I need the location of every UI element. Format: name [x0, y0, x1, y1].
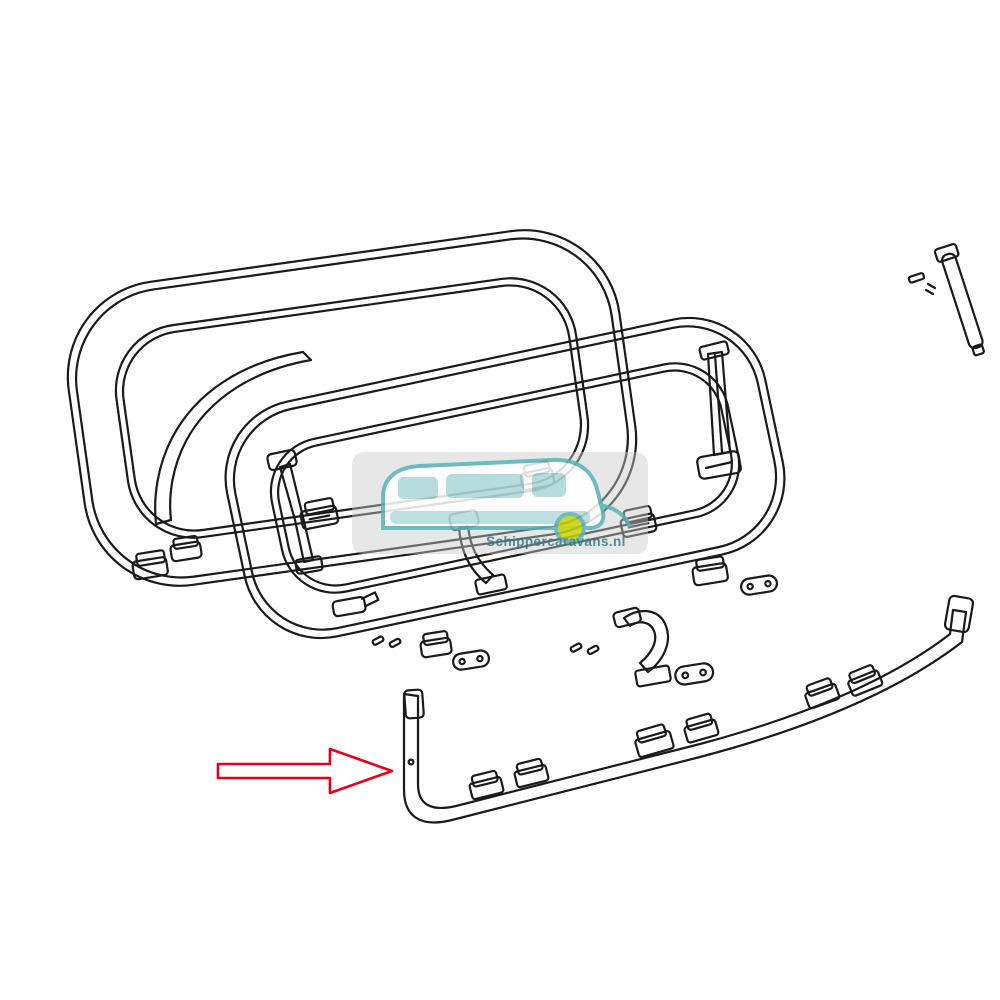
seal-strip-end-top [301, 350, 313, 362]
inner-frame-opening-outer [269, 362, 741, 594]
line-art [66, 229, 985, 824]
screws-small-center [569, 642, 600, 656]
pointer-arrow [216, 747, 394, 795]
seal-strip [154, 350, 313, 526]
bottom-rail [402, 594, 975, 824]
clip-bracket-center-left [419, 630, 453, 659]
rail-fixing-hole [407, 758, 415, 766]
mounting-plate-far-right [740, 574, 779, 596]
caravan-wheel [554, 512, 586, 544]
inner-frame-edge [224, 316, 786, 640]
screws-small-left [371, 635, 402, 649]
screw-threads [924, 282, 937, 296]
seal-strip-end-bottom [154, 518, 173, 526]
lift-arm-left [266, 448, 324, 575]
rail-clip-6 [847, 664, 884, 697]
rail-left-tab [403, 688, 425, 720]
rail-right-tab [943, 594, 975, 634]
outer-frame-opening-outer [114, 277, 590, 539]
latch-clip-pair-left [131, 534, 203, 581]
screw-top-right [907, 272, 926, 284]
latch-handle-small [331, 591, 380, 618]
rail-inner-edge [416, 608, 955, 810]
seal-strip-inner-curve [169, 358, 313, 522]
rail-end-left [402, 692, 420, 698]
outer-frame-opening-inner [121, 284, 583, 532]
rail-clip-1 [468, 769, 505, 801]
watermark-text: Schippercaravans.nl [486, 534, 626, 549]
rail-clip-3 [634, 723, 675, 759]
inner-window-frame [224, 316, 786, 640]
caravan-hitch [599, 503, 632, 528]
outer-frame-contour [74, 237, 630, 579]
pointer-arrow-shape [216, 747, 394, 795]
rail-end-right [951, 608, 968, 614]
outer-window-frame [66, 229, 638, 587]
inner-frame-contour [232, 325, 778, 631]
caravan-body [381, 457, 606, 530]
watermark: Schippercaravans.nl [352, 452, 648, 554]
lift-arm-right [612, 606, 672, 688]
outer-frame-edge [66, 229, 638, 587]
latch-clip-pair-right [691, 555, 729, 587]
mounting-plate-center [452, 649, 491, 671]
watermark-caravan [381, 457, 632, 544]
strut-rod [933, 243, 985, 357]
hinge-bracket-left [299, 497, 340, 531]
caravan-skirt-band [390, 511, 590, 524]
rail-clip-5 [804, 677, 841, 710]
rail-outer-edge [402, 610, 968, 824]
inner-frame-opening-inner [277, 369, 733, 587]
caravan-windows [398, 473, 566, 499]
window-stay [696, 340, 742, 480]
mounting-plate-right [674, 662, 715, 686]
seal-strip-outer-curve [154, 350, 305, 526]
rail-clip-2 [513, 757, 550, 789]
rail-clip-4 [683, 712, 720, 744]
